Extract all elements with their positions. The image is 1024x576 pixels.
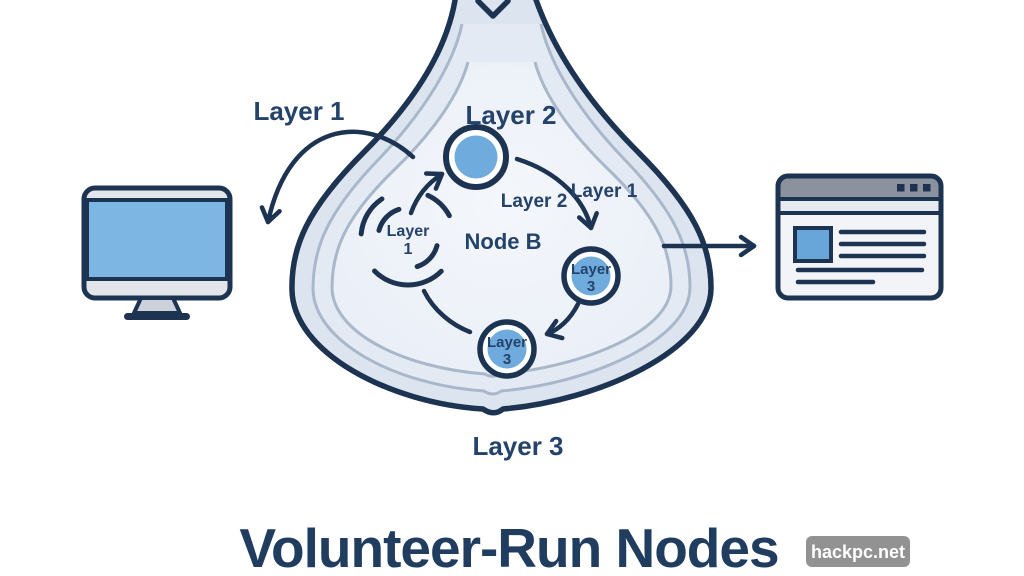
label-node-b: Node B (465, 229, 542, 254)
browser-toolbar (780, 201, 939, 212)
watermark-badge: hackpc.net (806, 536, 910, 567)
page-title: Volunteer-Run Nodes (239, 517, 778, 576)
cycle-arc-left (421, 288, 473, 335)
flow-arrows (259, 129, 757, 341)
label-layer3-caption: Layer 3 (472, 431, 563, 461)
curved-arrow-to-client (259, 129, 416, 225)
label-packet-layer1: Layer 1 (571, 181, 638, 202)
peeling-layer-icon (358, 188, 458, 288)
relay-bottom-label-line1: Layer (487, 334, 527, 351)
arrow-peel-to-layer2-node (408, 171, 445, 216)
computer-screen (85, 198, 229, 281)
label-layer2-ring: Layer 2 (465, 100, 556, 130)
browser-window-icon (775, 173, 944, 301)
arrow-layer2-to-right-node (514, 156, 599, 231)
browser-text-lines (795, 229, 927, 285)
relay-node-bottom: Layer 3 (477, 319, 537, 379)
peel-label-line1: Layer (387, 223, 430, 240)
relay-right-label-line2: 3 (587, 278, 595, 295)
label-packet-layer2: Layer 2 (501, 191, 568, 212)
computer-stand (132, 296, 182, 315)
desktop-computer-icon (81, 185, 233, 320)
browser-menu-dots-icon (897, 184, 931, 192)
relay-node-right: Layer 3 (561, 246, 621, 306)
watermark-text: hackpc.net (811, 542, 905, 562)
peel-label-line2: 1 (404, 241, 413, 258)
relay-bottom-label-line2: 3 (503, 351, 511, 368)
relay-right-label-line1: Layer (571, 261, 611, 278)
browser-titlebar (778, 176, 941, 199)
browser-image-placeholder (793, 226, 833, 263)
arrow-right-to-bottom-node (544, 301, 581, 341)
relay-node-layer2 (443, 124, 509, 190)
entry-arrow-icon (475, 0, 511, 19)
label-layer1-outer: Layer 1 (253, 96, 344, 126)
computer-base (124, 313, 190, 320)
